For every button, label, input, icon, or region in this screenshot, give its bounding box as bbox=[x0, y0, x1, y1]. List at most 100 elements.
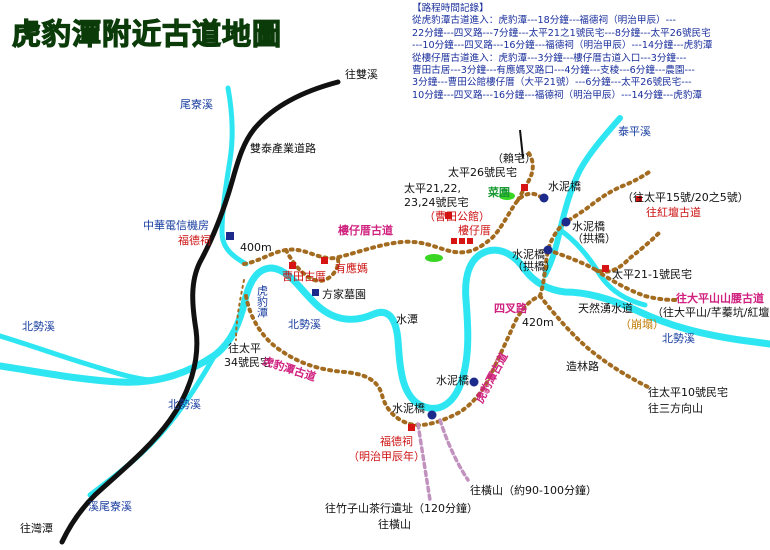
label-to-taiping34-b: 34號民宅 bbox=[224, 355, 271, 369]
label-taiping21-1: 太平21-1號民宅 bbox=[612, 267, 692, 281]
log-line: ---10分鐘---四叉路---16分鐘---福德祠（明治甲辰）---14分鐘-… bbox=[412, 40, 713, 52]
bridge-icon bbox=[561, 217, 571, 227]
label-lai-house: （賴宅） bbox=[492, 151, 536, 165]
house-icon bbox=[521, 184, 528, 191]
house-icon bbox=[408, 424, 415, 431]
log-line: 10分鐘---四叉路---16分鐘---福德祠（明治甲辰）---14分鐘---虎… bbox=[412, 89, 703, 101]
house-icon bbox=[602, 265, 609, 272]
side-trails bbox=[416, 418, 470, 502]
label-loutzcuo: 樓仔厝 bbox=[458, 223, 491, 237]
lai-house-pin bbox=[519, 129, 524, 159]
labels: 往雙溪 尾寮溪 雙泰產業道路 中華電信機房 福德祠 400m 樓仔厝古道 曹田古… bbox=[20, 67, 770, 535]
loutzcuo-trail-path bbox=[242, 191, 544, 266]
trails bbox=[235, 150, 682, 427]
label-collapse: （崩塌） bbox=[620, 317, 664, 331]
label-400m: 400m bbox=[240, 241, 272, 254]
vegetable-field-left bbox=[425, 254, 443, 262]
sicha-to-21-1-path bbox=[546, 230, 662, 274]
label-cement-bridge-bottom: 水泥橋 bbox=[392, 401, 425, 415]
bridge-icon bbox=[543, 245, 553, 255]
streams bbox=[0, 85, 770, 498]
house-icon bbox=[321, 257, 328, 264]
label-to-shuangxi: 往雙溪 bbox=[345, 67, 378, 81]
label-to-taiping15: （往太平15號/20之5號） bbox=[622, 190, 749, 204]
label-natural-waterway: 天然湧水道 bbox=[578, 301, 633, 315]
bridge-icon bbox=[469, 377, 479, 387]
shuangtai-road bbox=[59, 79, 341, 545]
label-to-hengshan-left: 往橫山 bbox=[378, 517, 411, 531]
label-shuitan: 水潭 bbox=[396, 313, 418, 326]
label-fudeci-top: 福德祠 bbox=[178, 233, 211, 247]
label-taiping26: 太平26號民宅 bbox=[448, 165, 517, 179]
label-420m: 420m bbox=[522, 316, 554, 329]
to-taiping34-path bbox=[235, 279, 245, 341]
label-to-zhuzishan: 往竹子山茶行遺址（120分鐘） bbox=[325, 501, 478, 515]
label-to-sanfang: 往三方向山 bbox=[648, 401, 703, 415]
label-arch2: （拱橋） bbox=[512, 259, 556, 273]
label-taipingxi: 泰平溪 bbox=[618, 124, 651, 138]
label-beishixi-left: 北勢溪 bbox=[22, 319, 55, 333]
label-sicha: 四叉路 bbox=[494, 301, 528, 315]
house-icon bbox=[459, 238, 465, 244]
label-cement-bridge-arch: 水泥橋 bbox=[572, 219, 605, 233]
label-chunghwa-telecom: 中華電信機房 bbox=[143, 218, 209, 232]
map-title: 虎豹潭附近古道地圖 bbox=[12, 17, 282, 51]
log-line: 曹田古居---3分鐘---有應媽叉路口---4分鐘---支稜---6分鐘---農… bbox=[412, 65, 695, 77]
label-cement-bridge-arch2: 水泥橋 bbox=[512, 247, 545, 261]
to-hengshan-path bbox=[438, 418, 470, 482]
label-taiping21-b: 23,24號民宅 bbox=[404, 195, 469, 209]
house-icon bbox=[451, 238, 457, 244]
house-icon bbox=[636, 196, 642, 202]
label-youyingma: 有應媽 bbox=[335, 261, 368, 275]
top-link-path bbox=[516, 150, 535, 202]
label-caiyuan: 菜園 bbox=[487, 185, 510, 199]
log-heading: 【路程時間記錄】 bbox=[412, 3, 489, 14]
house-icon bbox=[445, 212, 452, 219]
label-shuangtai-road: 雙泰產業道路 bbox=[250, 141, 316, 155]
label-fudeci-bottom: 福德祠 bbox=[380, 434, 413, 448]
log-line: 3分鐘---曹田公館樓仔厝（大平21號）---6分鐘---太平26號民宅--- bbox=[412, 77, 692, 89]
label-caotian-old: 曹田古厝 bbox=[282, 270, 326, 283]
label-zaolin-road: 造林路 bbox=[566, 359, 599, 373]
caotian-loop-path bbox=[284, 248, 341, 283]
label-to-taiping10: 往太平10號民宅 bbox=[648, 385, 728, 399]
label-hubaotan-vertical: 虎豹潭 bbox=[256, 285, 269, 318]
label-to-taipingshan: 往大平山山腰古道 bbox=[676, 291, 764, 305]
lower-branch-stream bbox=[87, 352, 218, 498]
bridges bbox=[427, 193, 571, 420]
house-icon bbox=[289, 262, 296, 269]
label-hubaotan-trail-right: 虎豹潭古道 bbox=[472, 350, 510, 405]
label-to-taiping34-a: 往太平 bbox=[228, 341, 261, 355]
label-beishixi-center: 北勢溪 bbox=[288, 317, 321, 331]
log-line: 22分鐘---四叉路---7分鐘---太平21之1號民宅---8分鐘---太平2… bbox=[412, 27, 711, 39]
left-branch-stream bbox=[0, 333, 153, 383]
to-zhuzishan-path bbox=[416, 422, 432, 502]
label-taiping21-a: 太平21,22, bbox=[404, 182, 461, 195]
label-cement-bridge-top: 水泥橋 bbox=[548, 179, 581, 193]
label-to-wantan: 往灣潭 bbox=[20, 521, 53, 535]
label-to-honglei: 往紅壇古道 bbox=[646, 205, 701, 219]
label-weiliaoxi: 尾寮溪 bbox=[180, 97, 213, 111]
label-beishixi-right: 北勢溪 bbox=[662, 331, 695, 345]
label-beishixi-lower: 北勢溪 bbox=[168, 397, 201, 411]
bridge-icon bbox=[427, 410, 437, 420]
log-line: 從虎豹潭古道進入：虎豹潭---18分鐘---福德祠（明治甲辰）--- bbox=[412, 15, 677, 27]
label-caotian-hall: （曹田公館） bbox=[424, 209, 490, 223]
zaolin-road-path bbox=[538, 294, 652, 390]
label-cement-bridge-mid: 水泥橋 bbox=[436, 373, 469, 387]
log-line: 從樓仔厝古道進入：虎豹潭---3分鐘---樓仔厝古道入口---3分鐘--- bbox=[412, 52, 687, 64]
label-arch: （拱橋） bbox=[572, 231, 616, 245]
route-time-log: 【路程時間記錄】 從虎豹潭古道進入：虎豹潭---18分鐘---福德祠（明治甲辰）… bbox=[412, 3, 767, 102]
hubaotan-trail-path bbox=[244, 294, 542, 427]
house-icon bbox=[467, 238, 473, 244]
label-to-taipingshan-sub: （往大平山/芊蓁坑/紅壇） bbox=[652, 305, 770, 319]
label-loutzcuo-trail: 樓仔厝古道 bbox=[338, 223, 393, 237]
houses bbox=[289, 184, 642, 431]
label-meiji: （明治甲辰年） bbox=[348, 449, 425, 463]
bridge-icon bbox=[539, 193, 549, 203]
to-taipingshan-path bbox=[594, 268, 682, 302]
label-to-hengshan-right: 往橫山（約90-100分鐘） bbox=[470, 483, 597, 497]
label-fangjia-tomb: 方家墓園 bbox=[322, 287, 366, 301]
fangjia-tomb-icon bbox=[312, 289, 319, 296]
